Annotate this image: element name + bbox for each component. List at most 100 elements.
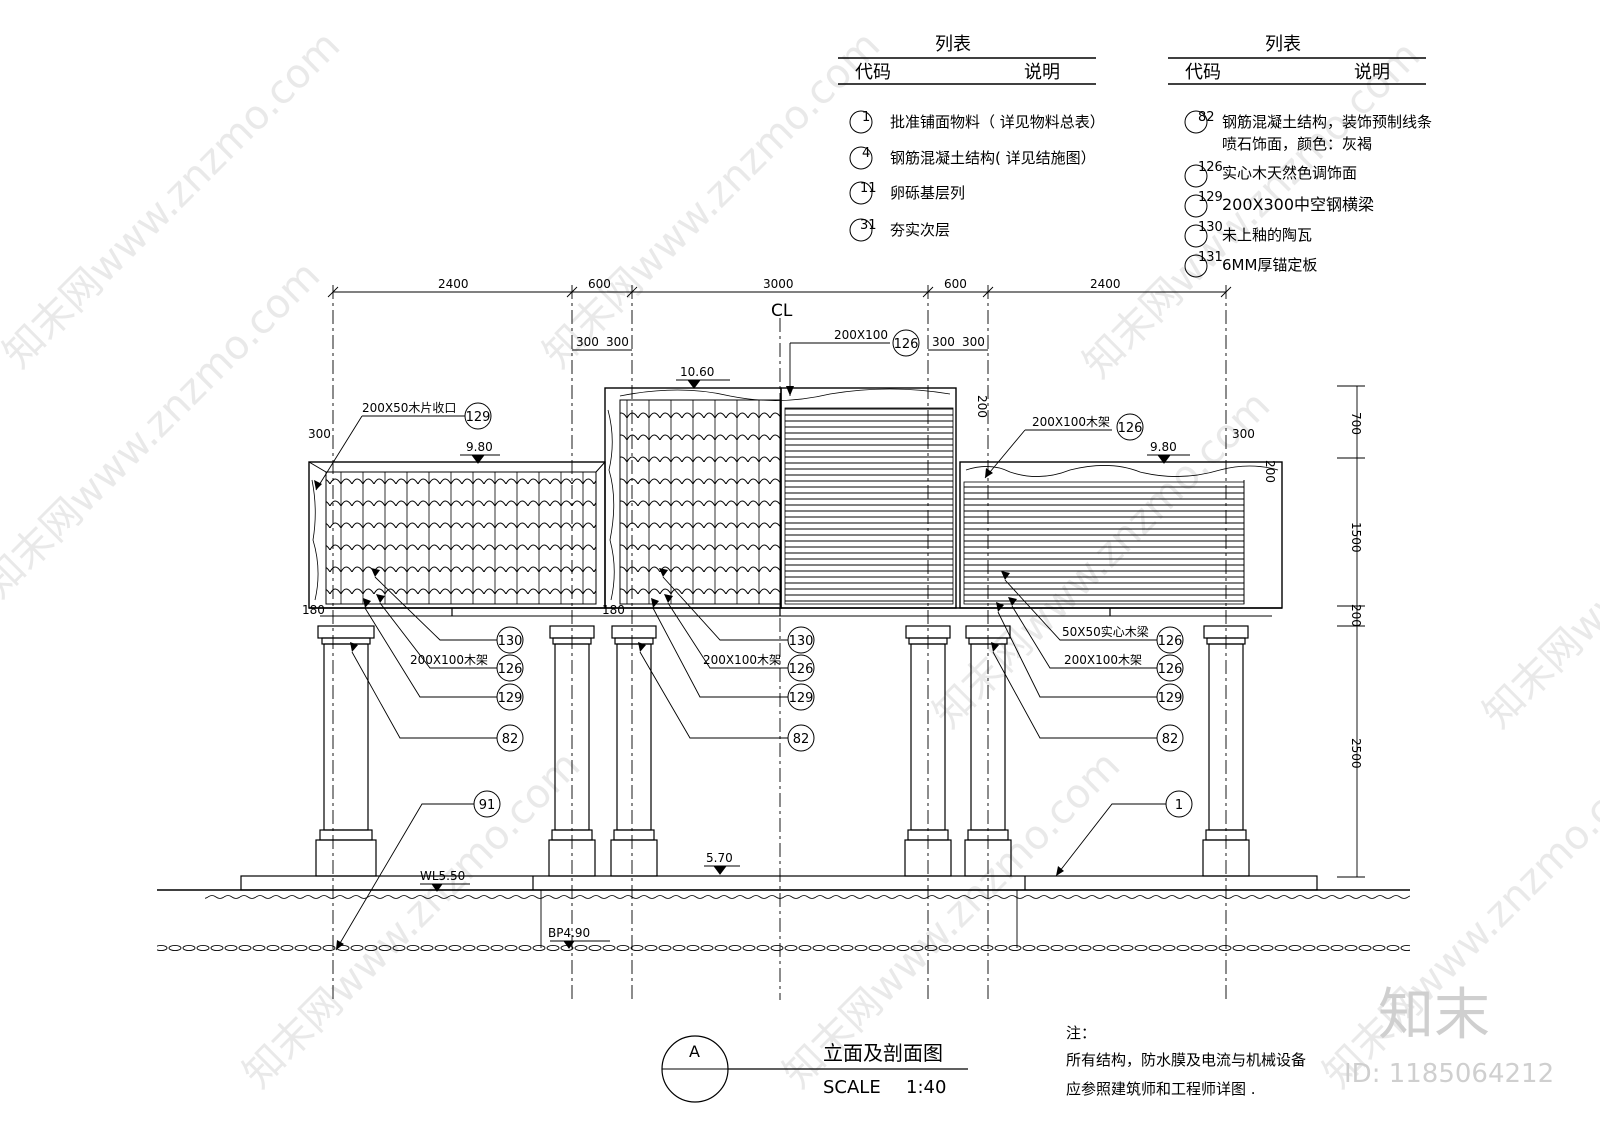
- legend-right-desc-4: 6MM厚锚定板: [1222, 256, 1317, 274]
- dim-300-d: 300: [962, 335, 985, 349]
- notes-line2: 应参照建筑师和工程师详图 .: [1066, 1080, 1256, 1098]
- callout-130-mid: 130: [789, 634, 814, 649]
- legend-left-code-2: 11: [860, 181, 877, 196]
- legend-right: 列表 代码 说明 82 钢筋混凝土结构，装饰预制线条 喷石饰面，颜色：灰褐 12…: [1168, 34, 1432, 278]
- level-10-60: 10.60: [680, 365, 714, 379]
- level-9-80-right: 9.80: [1150, 440, 1177, 454]
- notes-label: 注：: [1066, 1024, 1096, 1042]
- callout-91: 91: [479, 798, 496, 813]
- title-name: 立面及剖面图: [823, 1041, 943, 1065]
- callout-129-mid: 129: [789, 691, 814, 706]
- watermark-id: ID: 1185064212: [1344, 1059, 1554, 1089]
- dim-200-right: 200: [1263, 460, 1277, 483]
- top-dimensions: [327, 286, 1232, 351]
- legend-left-desc-0: 批准铺面物料（ 详见物料总表）: [890, 113, 1105, 131]
- legend-left-code-3: 31: [860, 218, 877, 233]
- notes: 注： 所有结构，防水膜及电流与机械设备 应参照建筑师和工程师详图 .: [1066, 1024, 1306, 1098]
- legend-left-col-code: 代码: [855, 62, 891, 83]
- anno-wood-frame-mid: 200X100木架: [703, 653, 781, 667]
- legend-left: 列表 代码 说明 1 批准铺面物料（ 详见物料总表） 4 钢筋混凝土结构( 详见…: [838, 34, 1105, 242]
- dim-600-left: 600: [588, 277, 611, 291]
- watermark-site-9: 知末网www.znzmo.com: [1475, 383, 1600, 738]
- level-bp: BP4.90: [548, 926, 590, 940]
- callouts: [464, 329, 1193, 818]
- callout-126-right: 126: [1118, 421, 1143, 436]
- legend-left-desc-2: 卵砾基层列: [890, 184, 965, 202]
- vertical-dimensions: [1337, 385, 1365, 878]
- title-symbol: A: [689, 1042, 700, 1061]
- legend-left-desc-1: 钢筋混凝土结构( 详见结施图）: [890, 149, 1096, 167]
- callout-129-top: 129: [466, 410, 491, 425]
- structure: [157, 387, 1410, 952]
- anno-wood-frame-right: 200X100木架: [1032, 415, 1110, 429]
- callout-126-left: 126: [498, 662, 523, 677]
- legend-left-title: 列表: [935, 34, 971, 55]
- watermark-site-6: 知末网www.znzmo.com: [235, 743, 590, 1098]
- watermark-logo: 知末: [1378, 983, 1490, 1048]
- legend-right-desc-2: 200X300中空钢横梁: [1222, 195, 1374, 214]
- callout-129-left: 129: [498, 691, 523, 706]
- dim-v-200: 200: [1349, 604, 1363, 627]
- title-scale: SCALE: [823, 1077, 881, 1098]
- dim-v-1500: 1500: [1349, 522, 1363, 553]
- callout-82-mid: 82: [793, 732, 810, 747]
- watermark-site-1: 知末网www.znzmo.com: [0, 23, 349, 378]
- dim-180-left: 180: [302, 603, 325, 617]
- anno-200x100-top: 200X100: [834, 328, 888, 342]
- dim-300-left: 300: [308, 427, 331, 441]
- anno-solid-beam: 50X50实心木梁: [1062, 624, 1149, 639]
- callout-129-right: 129: [1158, 691, 1183, 706]
- callout-1: 1: [1175, 798, 1183, 813]
- callout-labels: 129 126 126 130 126 129 82 130 126 129 8…: [466, 337, 1184, 813]
- anno-wood-trim: 200X50木片收口: [362, 401, 456, 415]
- title-scale-value: 1:40: [906, 1077, 946, 1098]
- legend-right-desc-0b: 喷石饰面，颜色：灰褐: [1222, 135, 1372, 153]
- dim-2400-right: 2400: [1090, 277, 1121, 291]
- callout-82-left: 82: [502, 732, 519, 747]
- callout-126-r1: 126: [1158, 634, 1183, 649]
- dim-600-right: 600: [944, 277, 967, 291]
- leader-arrows: [314, 386, 1064, 950]
- title-block: A 立面及剖面图 SCALE 1:40: [661, 1035, 968, 1103]
- callout-126-r2: 126: [1158, 662, 1183, 677]
- legend-left-desc-3: 夯实次层: [890, 221, 950, 239]
- legend-right-code-0: 82: [1198, 110, 1215, 125]
- dim-180-mid: 180: [602, 603, 625, 617]
- dim-2400-left: 2400: [438, 277, 469, 291]
- level-5-70: 5.70: [706, 851, 733, 865]
- legend-right-code-1: 126: [1198, 160, 1223, 175]
- anno-wood-frame-left: 200X100木架: [410, 653, 488, 667]
- watermark-site-2: 知末网www.znzmo.com: [535, 23, 890, 378]
- dim-300-right: 300: [1232, 427, 1255, 441]
- centerline-label: CL: [771, 301, 793, 321]
- dim-3000: 3000: [763, 277, 794, 291]
- callout-126-top: 126: [894, 337, 919, 352]
- legend-left-code-0: 1: [862, 110, 870, 125]
- legend-right-col-code: 代码: [1185, 62, 1221, 83]
- level-9-80-left: 9.80: [466, 440, 493, 454]
- legend-right-code-3: 130: [1198, 220, 1223, 235]
- dim-200-top: 200: [975, 395, 989, 418]
- dim-300-a: 300: [576, 335, 599, 349]
- callout-82-right: 82: [1162, 732, 1179, 747]
- legend-right-code-2: 129: [1198, 190, 1223, 205]
- legend-right-col-desc: 说明: [1354, 62, 1390, 83]
- callout-130-left: 130: [498, 634, 523, 649]
- legend-right-desc-1: 实心木天然色调饰面: [1222, 164, 1357, 182]
- legend-left-col-desc: 说明: [1024, 62, 1060, 83]
- level-markers: [420, 379, 1190, 949]
- dim-v-2500: 2500: [1349, 738, 1363, 769]
- dim-300-c: 300: [932, 335, 955, 349]
- legend-right-desc-3: 未上釉的陶瓦: [1222, 226, 1312, 244]
- legend-left-code-1: 4: [862, 146, 870, 161]
- dim-v-700: 700: [1349, 412, 1363, 435]
- dim-300-b: 300: [606, 335, 629, 349]
- legend-right-title: 列表: [1265, 34, 1301, 55]
- leader-lines: [315, 342, 1166, 951]
- legend-right-code-4: 131: [1198, 250, 1223, 265]
- notes-line1: 所有结构，防水膜及电流与机械设备: [1066, 1051, 1306, 1069]
- level-wl: WL5.50: [420, 869, 465, 883]
- anno-wood-frame-r2: 200X100木架: [1064, 653, 1142, 667]
- legend-right-desc-0: 钢筋混凝土结构，装饰预制线条: [1222, 113, 1432, 131]
